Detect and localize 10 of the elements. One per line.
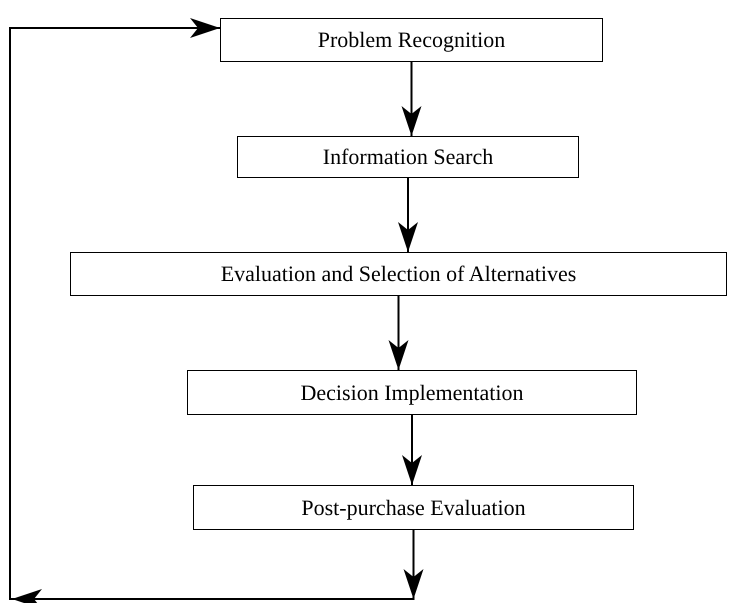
- process-box: [70, 252, 727, 296]
- process-box: [237, 136, 579, 178]
- step-label: Decision Implementation: [300, 380, 524, 406]
- step-label: Evaluation and Selection of Alternatives: [220, 261, 576, 287]
- process-box: [187, 370, 637, 415]
- process-box: [193, 485, 634, 530]
- step-label: Problem Recognition: [318, 27, 506, 53]
- step-label: Information Search: [322, 144, 494, 170]
- step-label: Post-purchase Evaluation: [301, 494, 526, 520]
- process-box: [220, 18, 603, 62]
